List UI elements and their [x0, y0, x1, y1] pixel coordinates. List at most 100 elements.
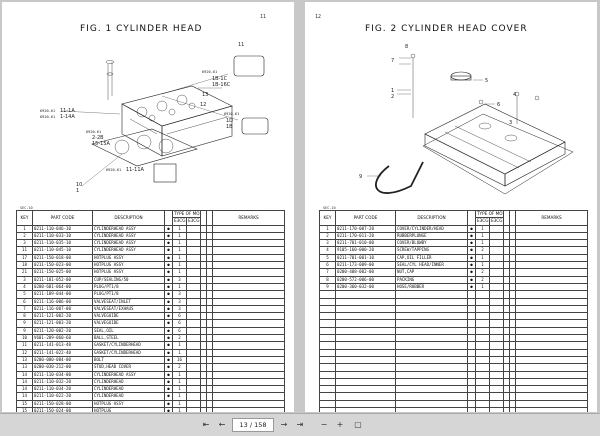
quantity-cell: 6 [172, 319, 187, 328]
page-number-input[interactable]: 13 / 158 [232, 418, 274, 432]
quantity-cell: 3 [172, 290, 187, 299]
quantity-cell [186, 268, 201, 277]
remarks-cell [212, 334, 285, 343]
quantity-cell: 1 [172, 392, 187, 401]
remarks-cell [212, 268, 285, 277]
description-cell: CYLINDERHEAD ASSY [92, 246, 165, 255]
description-cell: VALVESEAT/EXHAUS [92, 304, 165, 314]
marker-cell: ● [467, 224, 476, 233]
quantity-cell: 6 [172, 326, 187, 336]
description-cell: VALVEGUIDE [92, 319, 165, 328]
key-cell: 13 [16, 355, 33, 365]
remarks-cell [212, 406, 285, 412]
quantity-cell [489, 275, 504, 284]
next-page-icon[interactable]: → [280, 420, 288, 429]
quantity-cell: 3 [172, 297, 187, 306]
callout-5: 5 [485, 78, 488, 84]
part-code-cell: 0211-150-023-00 [32, 261, 93, 270]
remarks-cell [212, 231, 285, 241]
part-code-cell: 0211-110-033-10 [32, 231, 93, 241]
description-cell: PLUG/PT1/8 [92, 290, 165, 299]
remarks-cell [212, 341, 285, 350]
quantity-cell: 1 [475, 231, 490, 241]
quantity-cell: 1 [475, 282, 490, 292]
empty-table-row [319, 392, 588, 401]
marker-cell: ● [164, 246, 173, 255]
key-cell: 21 [16, 268, 33, 277]
zoom-out-icon[interactable]: − [320, 420, 328, 429]
quantity-cell [186, 253, 201, 263]
description-cell: HOTPLUG [92, 406, 165, 412]
quantity-cell [186, 261, 201, 270]
description-cell: HOTPLUG ASSY [92, 268, 165, 277]
key-cell: 3 [16, 239, 33, 248]
empty-table-row [319, 399, 588, 409]
remarks-header: REMARKS [515, 210, 588, 226]
zoom-in-icon[interactable]: + [336, 420, 344, 429]
quantity-cell [186, 246, 201, 255]
quantity-cell: 1 [475, 224, 490, 233]
key-cell: 9 [319, 282, 336, 292]
type-of-model-header: TYPE OF MODEL [475, 209, 504, 219]
quantity-cell [186, 392, 201, 401]
empty-table-row [319, 290, 588, 299]
quantity-cell [186, 348, 201, 357]
key-cell: 11 [16, 246, 33, 255]
callout-13: 13 [202, 92, 208, 98]
model-column-header: E3CG [186, 217, 201, 226]
quantity-cell: 2 [475, 246, 490, 255]
callout-1: 1 [391, 88, 394, 94]
description-cell: GASKET/CYLINDERHEAD [92, 348, 165, 357]
description-cell: VALVESEAT/INLET [92, 297, 165, 306]
fit-page-icon[interactable]: ▢ [354, 420, 362, 429]
quantity-cell [186, 341, 201, 350]
key-cell: 18 [16, 261, 33, 270]
description-cell: VALVEGUIDE [92, 312, 165, 321]
previous-page-icon[interactable]: ← [218, 420, 226, 429]
part-code-cell: 0200-030-212-00 [32, 363, 93, 372]
key-cell: 3 [16, 275, 33, 284]
remarks-cell [212, 253, 285, 263]
description-cell: CYLINDERHEAD [92, 385, 165, 394]
quantity-cell [489, 253, 504, 263]
key-cell: 3 [319, 239, 336, 248]
first-page-icon[interactable]: ⇤ [202, 420, 210, 429]
part-code-cell: 0211-110-022-20 [32, 392, 93, 401]
quantity-cell: 1 [172, 268, 187, 277]
callout-6: 6 [497, 102, 500, 108]
part-code-cell: 0200-572-006-00 [335, 275, 396, 284]
callout-1: 1 [76, 188, 79, 194]
remarks-cell [212, 224, 285, 233]
quantity-cell: 1 [172, 399, 187, 409]
quantity-cell: 1 [475, 261, 490, 270]
key-cell: 9 [16, 326, 33, 336]
quantity-cell [186, 334, 201, 343]
remarks-cell [212, 261, 285, 270]
quantity-cell [489, 282, 504, 292]
key-cell: 2 [16, 231, 33, 241]
key-cell: 8 [319, 275, 336, 284]
quantity-cell [489, 246, 504, 255]
key-cell: 6 [319, 261, 336, 270]
last-page-icon[interactable]: ⇥ [296, 420, 304, 429]
key-cell: 7 [16, 304, 33, 314]
side-code: 6920-61 [224, 112, 240, 116]
model-column-header: E3CG [475, 217, 490, 226]
key-cell: 12 [16, 348, 33, 357]
part-code-cell: 0211-110-034-00 [32, 370, 93, 379]
marker-cell: ● [164, 239, 173, 248]
key-cell: 1 [319, 224, 336, 233]
part-code-cell: 0211-150-025-00 [32, 268, 93, 277]
quantity-cell: 1 [172, 406, 187, 412]
empty-table-row [319, 334, 588, 343]
marker-cell: ● [164, 290, 173, 299]
side-code: 6920-61 [40, 115, 56, 119]
marker-cell: ● [164, 355, 173, 365]
